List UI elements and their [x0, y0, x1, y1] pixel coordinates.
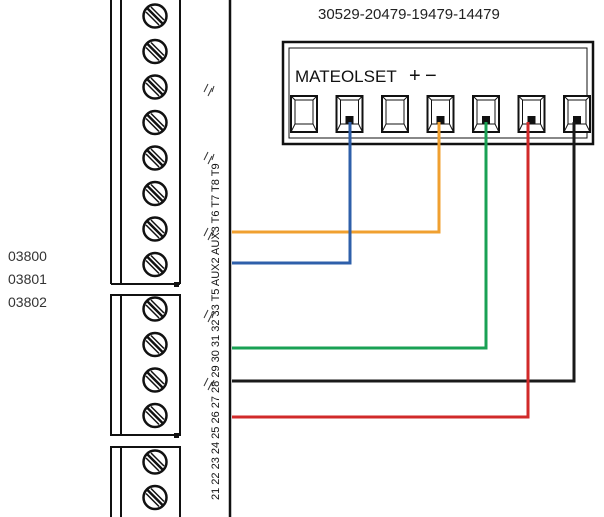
- part-number-label: 30529-20479-19479-14479: [318, 6, 500, 23]
- screw-terminal: [142, 145, 168, 171]
- connector-pin: [290, 95, 318, 133]
- screw-terminal: [142, 74, 168, 100]
- screw-terminal: [142, 180, 168, 207]
- side-code: 03800: [8, 248, 47, 264]
- side-code: 03801: [8, 271, 47, 287]
- green-wire: [232, 122, 488, 350]
- screw-terminal: [142, 109, 168, 136]
- block-lower-segment: [110, 294, 181, 436]
- screw-terminal: [142, 484, 168, 511]
- connector-pin: [517, 95, 546, 133]
- red-wire: [232, 122, 530, 419]
- connector-pin: [381, 95, 409, 133]
- screw-terminal: [142, 216, 168, 242]
- blue-wire: [232, 122, 352, 265]
- connector-label: MATEOLSET: [295, 67, 397, 86]
- screw-terminal: [142, 331, 168, 358]
- screw-terminal: [142, 296, 168, 322]
- screw-terminal: [142, 38, 168, 65]
- screw-terminal: [142, 251, 168, 278]
- block-tab: [174, 282, 179, 287]
- connector-pin: [563, 95, 591, 133]
- terminal-labels: 21 22 23 24 25 26 27 28 29 30 31 32 33 T…: [210, 163, 222, 500]
- wires: [232, 122, 576, 419]
- block-tab: [174, 433, 179, 438]
- terminal-block: [110, 0, 232, 517]
- black-wire: [232, 122, 576, 383]
- orange-wire: [232, 122, 441, 234]
- screw-terminal: [142, 402, 168, 429]
- block-bottom-segment: [110, 446, 181, 517]
- plus-sign: +: [409, 65, 421, 87]
- screw-terminals: [142, 3, 168, 511]
- side-codes: 03800 03801 03802: [8, 245, 47, 314]
- hatch-marks: [203, 83, 215, 391]
- screw-terminal: [142, 3, 168, 29]
- screw-terminal: [142, 449, 168, 475]
- screw-terminal: [142, 367, 168, 393]
- minus-sign: −: [425, 65, 437, 87]
- side-code: 03802: [8, 294, 47, 310]
